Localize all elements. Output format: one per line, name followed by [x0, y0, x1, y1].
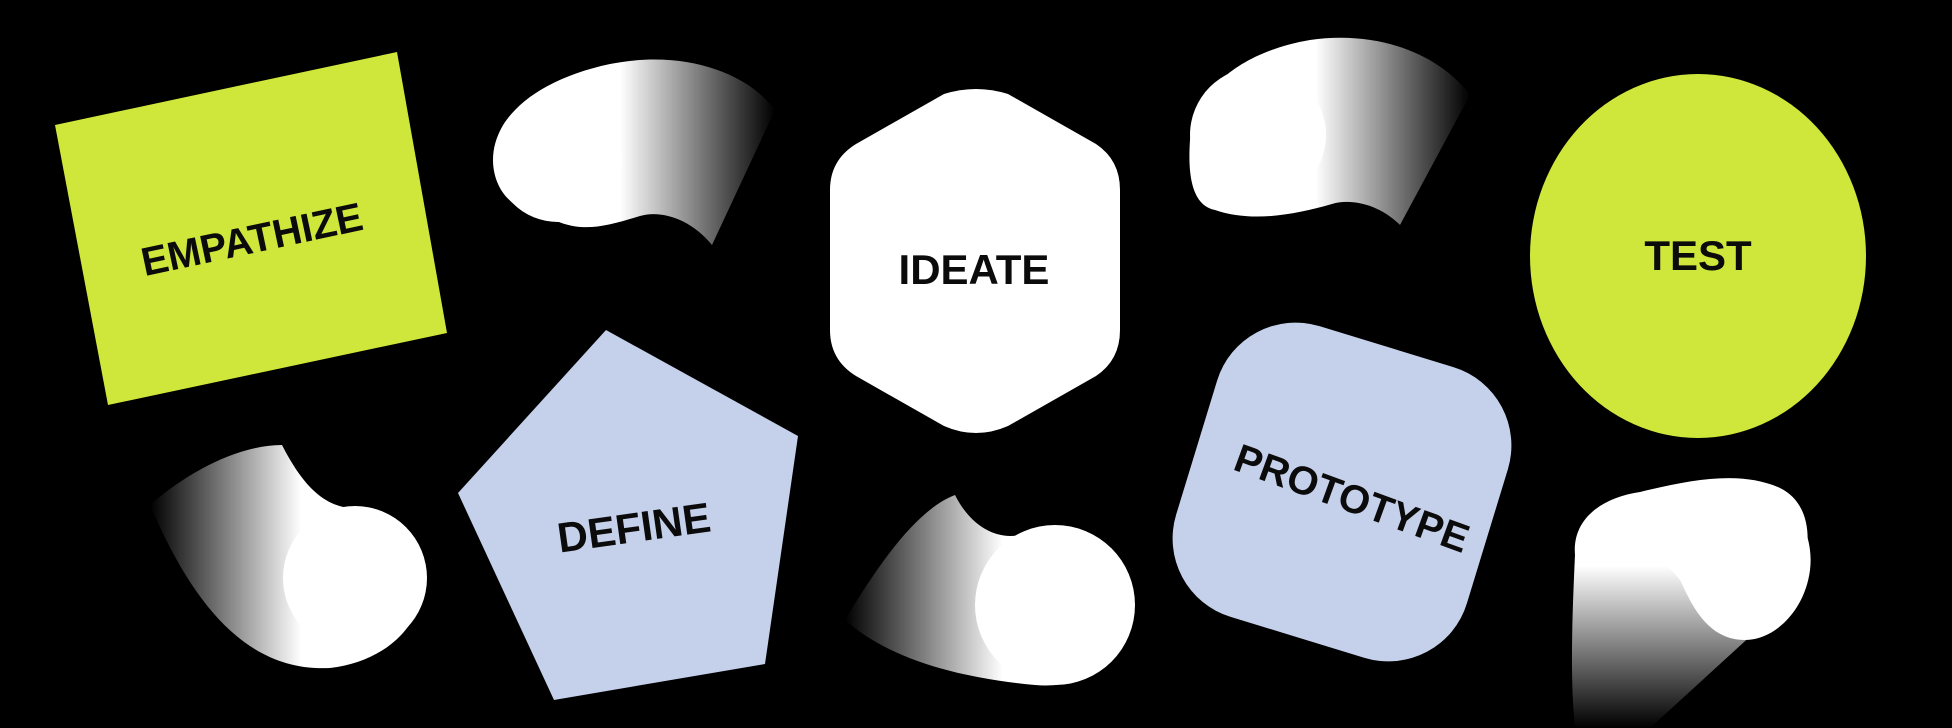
step-test: TEST	[1530, 74, 1866, 438]
step-define: DEFINE	[458, 330, 798, 700]
connector-swoosh-4	[845, 495, 1135, 686]
hexagon-shape	[830, 89, 1120, 433]
connector-swoosh-1	[493, 59, 775, 246]
step-label-ideate: IDEATE	[899, 246, 1050, 293]
tilted-square-shape	[55, 52, 447, 405]
step-label-test: TEST	[1644, 232, 1752, 279]
connector-swoosh-5	[1571, 478, 1811, 728]
step-ideate: IDEATE	[830, 89, 1120, 433]
step-empathize: EMPATHIZE	[55, 52, 447, 405]
rounded-square-shape	[1172, 322, 1512, 662]
circle-shape	[1530, 74, 1866, 438]
step-prototype: PROTOTYPE	[1172, 322, 1512, 662]
connector-swoosh-2	[1189, 37, 1470, 226]
pentagon-shape	[458, 330, 798, 700]
connector-swoosh-3	[150, 445, 427, 669]
